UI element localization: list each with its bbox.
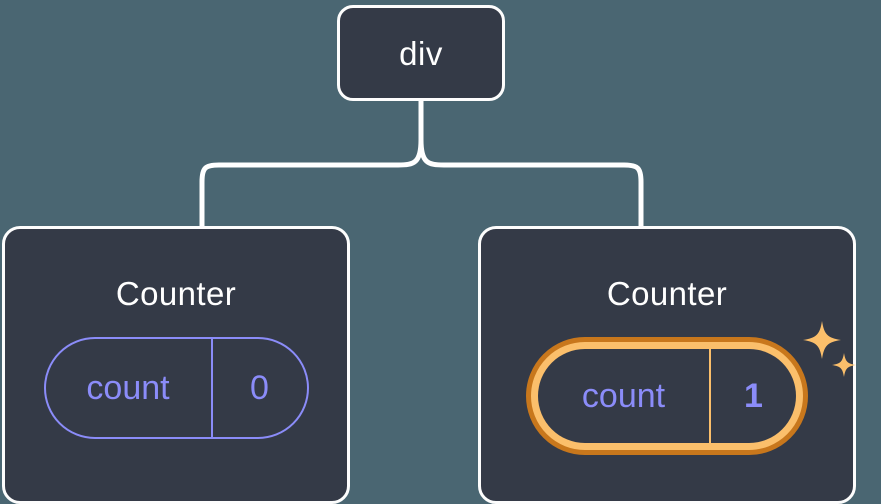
state-pill-right[interactable]: count 1 (526, 337, 808, 455)
state-key-right: count (538, 349, 711, 443)
connector-branch-left (199, 137, 424, 229)
state-pill-wrapper-left: count 0 (43, 337, 309, 439)
sparkles-group (803, 321, 856, 377)
state-value-right: 1 (744, 377, 763, 415)
node-counter-right-title: Counter (606, 275, 728, 312)
node-div-label: div (399, 34, 443, 72)
state-pill-right-inner: count 1 (538, 349, 796, 443)
state-pill-wrapper-right: count 1 (526, 321, 856, 455)
state-value-left: 0 (250, 369, 269, 407)
sparkle-small-icon (832, 353, 856, 377)
node-counter-right[interactable]: Counter count 1 (478, 226, 856, 504)
state-pill-left[interactable]: count 0 (43, 337, 309, 439)
node-counter-left-title: Counter (115, 275, 237, 312)
connector-branch-right (418, 137, 644, 229)
state-key-left: count (46, 339, 213, 437)
sparkle-large-icon (803, 321, 841, 359)
node-counter-left[interactable]: Counter count 0 (2, 226, 350, 504)
node-div[interactable]: div (337, 5, 505, 101)
